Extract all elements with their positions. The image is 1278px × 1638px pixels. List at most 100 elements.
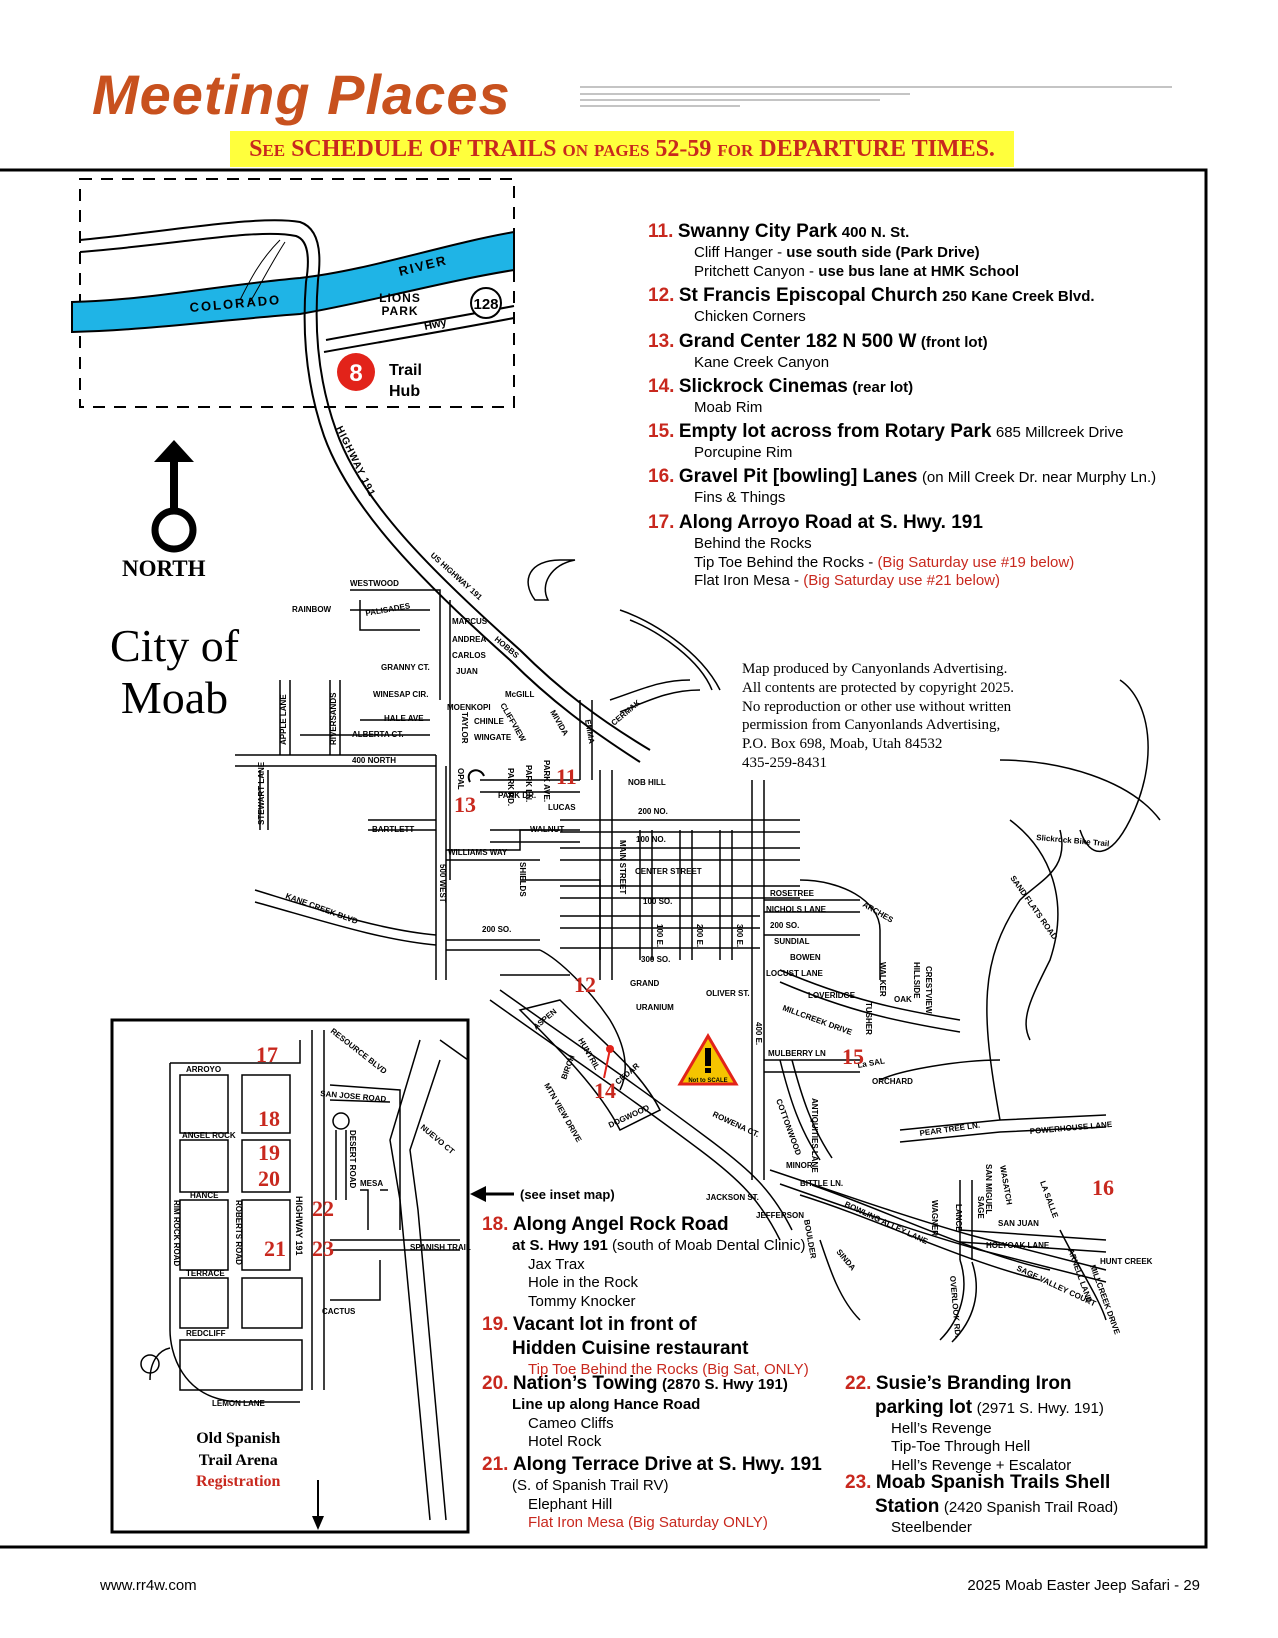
svg-text:STEWART LANE: STEWART LANE	[257, 761, 266, 825]
svg-text:ALBERTA CT.: ALBERTA CT.	[352, 730, 404, 739]
svg-text:HILLSIDE: HILLSIDE	[912, 962, 921, 999]
svg-text:MESA: MESA	[360, 1179, 383, 1188]
svg-text:URANIUM: URANIUM	[636, 1003, 674, 1012]
svg-text:MOENKOPI: MOENKOPI	[447, 703, 491, 712]
svg-text:HALE AVE: HALE AVE	[384, 714, 424, 723]
trail-hub-marker	[337, 353, 375, 391]
svg-text:SINDA: SINDA	[834, 1248, 857, 1273]
north-arrow-icon	[151, 440, 197, 553]
dashed-inset-frame	[79, 178, 515, 408]
listing-14: 14. Slickrock Cinemas (rear lot) Moab Ri…	[648, 376, 914, 416]
marker-16: 16	[1092, 1175, 1114, 1200]
svg-text:EMMA: EMMA	[583, 719, 596, 745]
svg-text:REDCLIFF: REDCLIFF	[186, 1329, 226, 1338]
svg-text:BOWLING ALLEY LANE: BOWLING ALLEY LANE	[843, 1200, 930, 1247]
svg-text:WINESAP CIR.: WINESAP CIR.	[373, 690, 428, 699]
svg-text:ROSETREE: ROSETREE	[770, 889, 815, 898]
map-frame	[0, 168, 1208, 1549]
svg-text:HOLYOAK LANE: HOLYOAK LANE	[986, 1241, 1050, 1250]
svg-text:TERRACE: TERRACE	[186, 1269, 225, 1278]
svg-text:MTN VIEW DRIVE: MTN VIEW DRIVE	[542, 1082, 583, 1145]
svg-text:BARTLETT: BARTLETT	[372, 825, 414, 834]
arena-label: Old Spanish Trail Arena Registration	[196, 1430, 281, 1491]
svg-text:DESERT ROAD: DESERT ROAD	[348, 1130, 357, 1188]
svg-text:200 E.: 200 E.	[695, 924, 704, 947]
marker-21: 21	[264, 1236, 286, 1261]
svg-text:CRESTVIEW: CRESTVIEW	[924, 966, 933, 1014]
svg-text:WILLIAMS WAY: WILLIAMS WAY	[448, 848, 508, 857]
svg-text:RIM ROCK ROAD: RIM ROCK ROAD	[172, 1200, 181, 1266]
hwy-128-shield	[470, 287, 502, 319]
svg-text:LIONS: LIONS	[379, 291, 421, 305]
svg-text:400 NORTH: 400 NORTH	[352, 756, 396, 765]
svg-text:US HIGHWAY 191: US HIGHWAY 191	[429, 551, 485, 602]
svg-text:PARK LN.: PARK LN.	[524, 765, 533, 802]
footer-page-number: 2025 Moab Easter Jeep Safari - 29	[967, 1577, 1200, 1594]
listing-15: 15. Empty lot across from Rotary Park 68…	[648, 421, 1124, 461]
svg-text:HIGHWAY 191: HIGHWAY 191	[333, 424, 377, 498]
svg-text:WESTWOOD: WESTWOOD	[350, 579, 399, 588]
svg-text:SAND FLATS ROAD: SAND FLATS ROAD	[1008, 874, 1059, 941]
svg-text:NOB HILL: NOB HILL	[628, 778, 666, 787]
svg-text:APPLE LANE: APPLE LANE	[279, 694, 288, 745]
svg-text:Slickrock Bike Trail: Slickrock Bike Trail	[1036, 833, 1110, 848]
svg-text:200 SO.: 200 SO.	[770, 921, 799, 930]
svg-text:MAIN STREET: MAIN STREET	[618, 840, 627, 894]
listing-20: 20. Nation’s Towing (2870 S. Hwy 191) Li…	[482, 1373, 788, 1451]
svg-text:300 E.: 300 E.	[735, 924, 744, 947]
svg-text:ARROYO: ARROYO	[186, 1065, 221, 1074]
svg-text:Trail: Trail	[389, 362, 422, 379]
svg-text:Hwy: Hwy	[423, 316, 448, 333]
svg-text:SAN JUAN: SAN JUAN	[998, 1219, 1039, 1228]
marker-19: 19	[258, 1140, 280, 1165]
svg-text:TUSHER: TUSHER	[864, 1002, 873, 1035]
marker-23: 23	[312, 1236, 334, 1261]
svg-text:OAK: OAK	[894, 995, 912, 1004]
listing-12: 12. St Francis Episcopal Church 250 Kane…	[648, 285, 1095, 325]
svg-text:OPAL: OPAL	[456, 768, 465, 790]
svg-text:CERMAK: CERMAK	[610, 698, 643, 728]
svg-text:RAINBOW: RAINBOW	[292, 605, 332, 614]
svg-text:ROBERTS ROAD: ROBERTS ROAD	[234, 1200, 243, 1265]
svg-text:HUNT CREEK: HUNT CREEK	[1100, 1257, 1153, 1266]
listing-17: 17. Along Arroyo Road at S. Hwy. 191 Beh…	[648, 512, 1075, 590]
listing-13: 13. Grand Center 182 N 500 W (front lot)…	[648, 331, 988, 371]
listing-11: 11. Swanny City Park 400 N. St. Cliff Ha…	[648, 221, 1020, 280]
svg-text:BOWEN: BOWEN	[790, 953, 821, 962]
svg-text:SAN MIGUEL: SAN MIGUEL	[984, 1164, 993, 1214]
north-label: NORTH	[122, 556, 206, 581]
svg-text:PARK DR.: PARK DR.	[498, 791, 536, 800]
listing-23: 23. Moab Spanish Trails Shell Station (2…	[845, 1472, 1119, 1536]
svg-text:8: 8	[349, 360, 362, 387]
svg-text:(see inset map): (see inset map)	[520, 1187, 615, 1202]
svg-text:WALNUT: WALNUT	[530, 825, 564, 834]
marker-22: 22	[312, 1196, 334, 1221]
svg-text:POWERHOUSE LANE: POWERHOUSE LANE	[1029, 1120, 1113, 1136]
svg-text:HIGHWAY 191: HIGHWAY 191	[294, 1196, 304, 1256]
listing-19: 19. Vacant lot in front of Hidden Cuisin…	[482, 1314, 809, 1378]
svg-text:MILLCREEK DRIVE: MILLCREEK DRIVE	[781, 1003, 854, 1037]
svg-text:PARK: PARK	[381, 304, 418, 318]
svg-text:100 NO.: 100 NO.	[636, 835, 666, 844]
footer-website: www.rr4w.com	[100, 1577, 197, 1594]
svg-text:CACTUS: CACTUS	[322, 1307, 356, 1316]
svg-text:400 E.: 400 E.	[754, 1022, 763, 1045]
svg-text:100 E.: 100 E.	[655, 924, 664, 947]
colorado-river	[71, 230, 515, 334]
svg-text:200 NO.: 200 NO.	[638, 807, 668, 816]
title-rule-lines	[580, 86, 1172, 107]
svg-text:PALISADES: PALISADES	[365, 601, 412, 618]
svg-text:WINGATE: WINGATE	[474, 733, 512, 742]
svg-text:Not to SCALE: Not to SCALE	[688, 1078, 727, 1084]
left-arrow-icon	[470, 1186, 514, 1202]
marker-13: 13	[454, 792, 476, 817]
copyright-note: Map produced by Canyonlands Advertising.…	[742, 661, 1015, 771]
svg-text:SUNDIAL: SUNDIAL	[774, 937, 810, 946]
svg-text:WASATCH: WASATCH	[998, 1165, 1014, 1206]
svg-text:HUNTRIL: HUNTRIL	[576, 1037, 601, 1072]
svg-text:NICHOLS LANE: NICHOLS LANE	[766, 905, 827, 914]
city-label: City of Moab	[110, 620, 240, 723]
svg-text:HANCE: HANCE	[190, 1191, 219, 1200]
svg-text:ROWENA CT.: ROWENA CT.	[711, 1110, 760, 1139]
